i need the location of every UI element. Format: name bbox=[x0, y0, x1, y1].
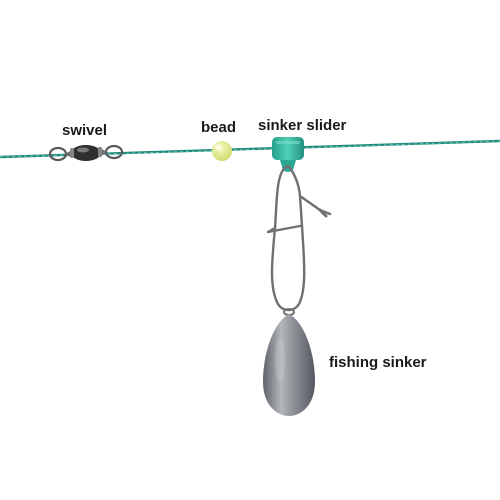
snap-clip-icon bbox=[266, 164, 332, 312]
bead-icon bbox=[212, 141, 232, 161]
fishing-sinker-label: fishing sinker bbox=[329, 354, 427, 371]
swivel-label: swivel bbox=[62, 122, 108, 139]
bead-label: bead bbox=[201, 119, 237, 136]
swivel-icon bbox=[48, 144, 124, 162]
fishing-sinker-icon bbox=[263, 308, 315, 416]
sinker-slider-label: sinker slider bbox=[258, 117, 347, 134]
